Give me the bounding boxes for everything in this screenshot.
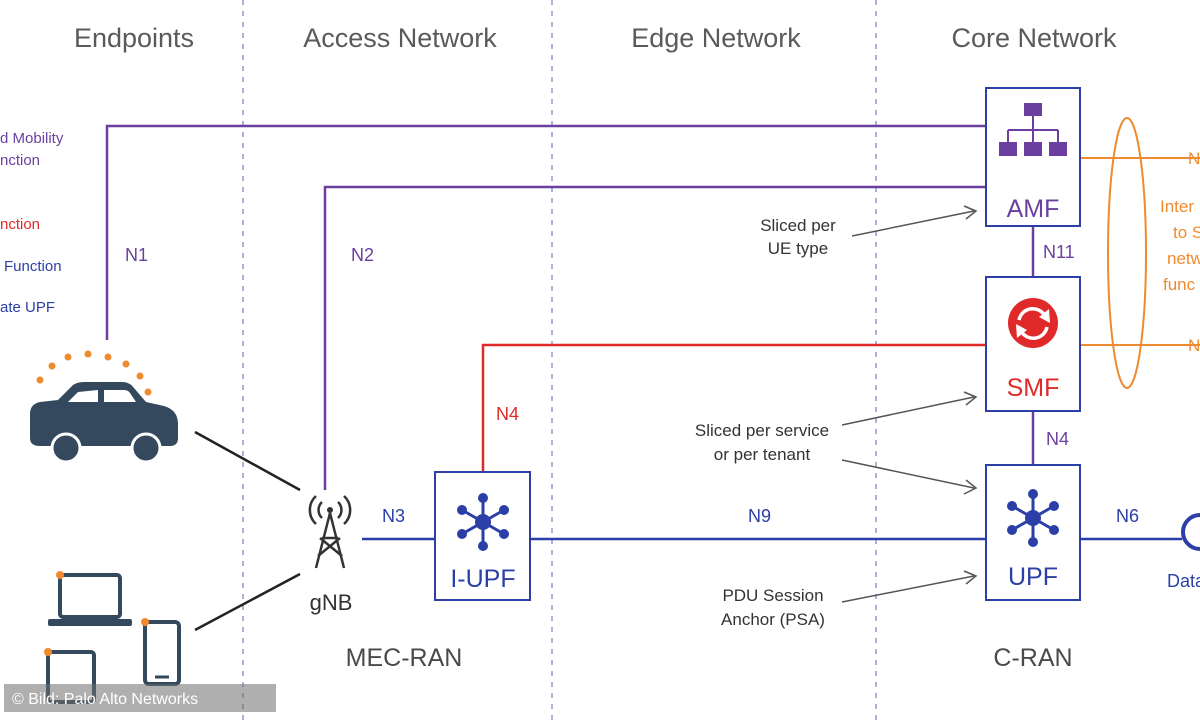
legend-upf: Function xyxy=(4,258,62,275)
arrow-smf-upf xyxy=(841,459,975,489)
n6-label: N6 xyxy=(1116,506,1139,526)
header-edge-network: Edge Network xyxy=(631,23,801,53)
n2-label: N2 xyxy=(351,245,374,265)
network-hub-icon xyxy=(1007,489,1059,547)
amf-frame xyxy=(985,87,1081,227)
arrowhead-amf xyxy=(963,205,978,220)
notes: Sliced per UE type Sliced per service or… xyxy=(695,205,978,629)
site-mec-ran: MEC-RAN xyxy=(346,644,463,672)
interface-text-2: to S xyxy=(1173,223,1200,242)
credit-text: © Bild: Palo Alto Networks xyxy=(12,691,198,708)
n3-label: N3 xyxy=(382,506,405,526)
network-hub-icon xyxy=(457,493,509,551)
amf-box: AMF xyxy=(985,87,1081,227)
arrowhead-smf xyxy=(963,391,978,406)
laptop-icon xyxy=(48,571,132,626)
gnb-tower xyxy=(308,495,352,569)
interface-text-3: netw xyxy=(1167,249,1200,268)
upf-box: UPF xyxy=(985,464,1081,601)
legend-iupf: ate UPF xyxy=(0,299,55,316)
data-network-label: Data xyxy=(1167,571,1200,591)
devices-icon xyxy=(44,571,181,704)
iupf-label: I-UPF xyxy=(450,565,515,593)
arrowhead-upf xyxy=(963,570,978,585)
interface-group: N N Inter to S netw func xyxy=(1080,117,1200,389)
n4-core-label: N4 xyxy=(1046,429,1069,449)
arrowhead-smf-upf xyxy=(963,479,978,495)
note-smf-line2: or per tenant xyxy=(714,445,811,464)
note-upf-line2: Anchor (PSA) xyxy=(721,610,825,629)
interface-text-1: Inter xyxy=(1160,197,1194,216)
interface-text-4: func xyxy=(1163,275,1196,294)
n4-edge-link xyxy=(481,343,986,472)
interface-n-top: N xyxy=(1188,149,1200,168)
n2-link xyxy=(323,185,986,490)
header-core-network: Core Network xyxy=(951,23,1117,53)
note-smf-line1: Sliced per service xyxy=(695,421,829,440)
refresh-icon xyxy=(1008,298,1058,348)
smf-box: SMF xyxy=(985,276,1081,412)
legend-smf: nction xyxy=(0,216,40,233)
header-access-network: Access Network xyxy=(303,23,497,53)
interface-ellipse xyxy=(1107,117,1147,389)
arrow-smf xyxy=(841,396,975,426)
n1-label: N1 xyxy=(125,245,148,265)
signal-dots xyxy=(36,350,152,396)
n4-edge-label: N4 xyxy=(496,404,519,424)
devices-radio-link xyxy=(194,572,301,632)
car-icon xyxy=(30,350,178,464)
arrow-upf xyxy=(841,575,975,603)
car-radio-link xyxy=(194,430,301,492)
iupf-box: I-UPF xyxy=(434,471,531,601)
phone-icon xyxy=(141,618,181,686)
gnb-label: gNB xyxy=(310,590,353,615)
arrow-amf xyxy=(851,210,975,237)
note-amf-line1: Sliced per xyxy=(760,216,836,235)
hierarchy-icon xyxy=(999,103,1067,156)
smf-label: SMF xyxy=(1007,374,1060,402)
legend-amf-line2: nction xyxy=(0,152,40,169)
header-endpoints: Endpoints xyxy=(74,23,194,53)
n1-link xyxy=(105,124,986,340)
legend-amf-line1: d Mobility xyxy=(0,130,64,147)
data-network-node: Data xyxy=(1167,513,1200,591)
upf-label: UPF xyxy=(1008,563,1058,591)
cell-tower-icon xyxy=(308,495,352,569)
credit-background xyxy=(4,684,276,712)
data-network-icon xyxy=(1181,513,1200,551)
amf-label: AMF xyxy=(1007,195,1060,223)
n11-label: N11 xyxy=(1043,242,1075,262)
note-upf-line1: PDU Session xyxy=(722,586,823,605)
image-credit: © Bild: Palo Alto Networks xyxy=(4,684,276,712)
site-c-ran: C-RAN xyxy=(993,644,1072,672)
n9-label: N9 xyxy=(748,506,771,526)
note-amf-line2: UE type xyxy=(768,239,828,258)
interface-n-bottom: N xyxy=(1188,336,1200,355)
